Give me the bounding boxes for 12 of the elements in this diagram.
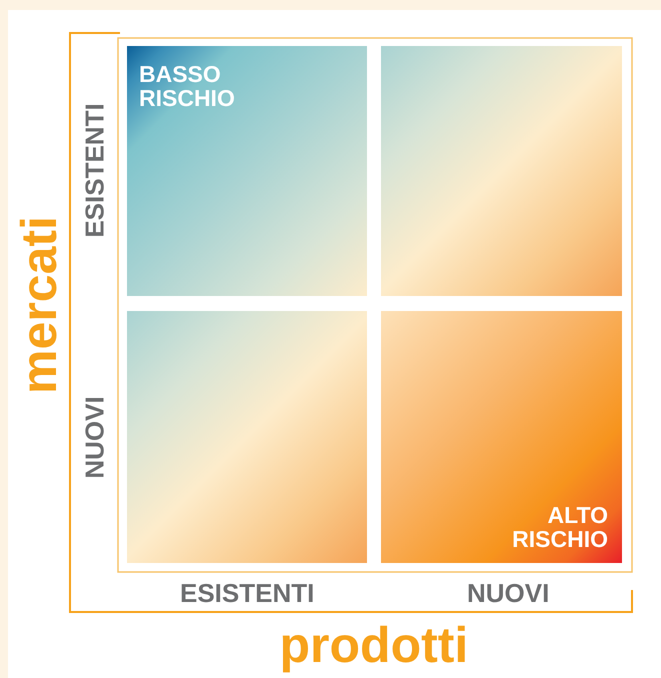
axis-category-label: ESISTENTI: [80, 102, 111, 238]
quadrant-box: [127, 46, 367, 296]
empty-quadrant-box: [381, 46, 622, 296]
axis-title: mercati: [10, 216, 68, 394]
axis-category-label: NUOVI: [80, 396, 111, 478]
risk-label: BASSO RISCHIO: [139, 62, 236, 110]
axis-title: prodotti: [280, 616, 468, 674]
empty-quadrant-box: [127, 311, 367, 563]
quadrant-box: [381, 311, 622, 563]
axis-category-label: NUOVI: [467, 578, 550, 608]
axis-category-label: ESISTENTI: [180, 578, 314, 608]
risk-label: ALTO RISCHIO: [511, 503, 608, 551]
